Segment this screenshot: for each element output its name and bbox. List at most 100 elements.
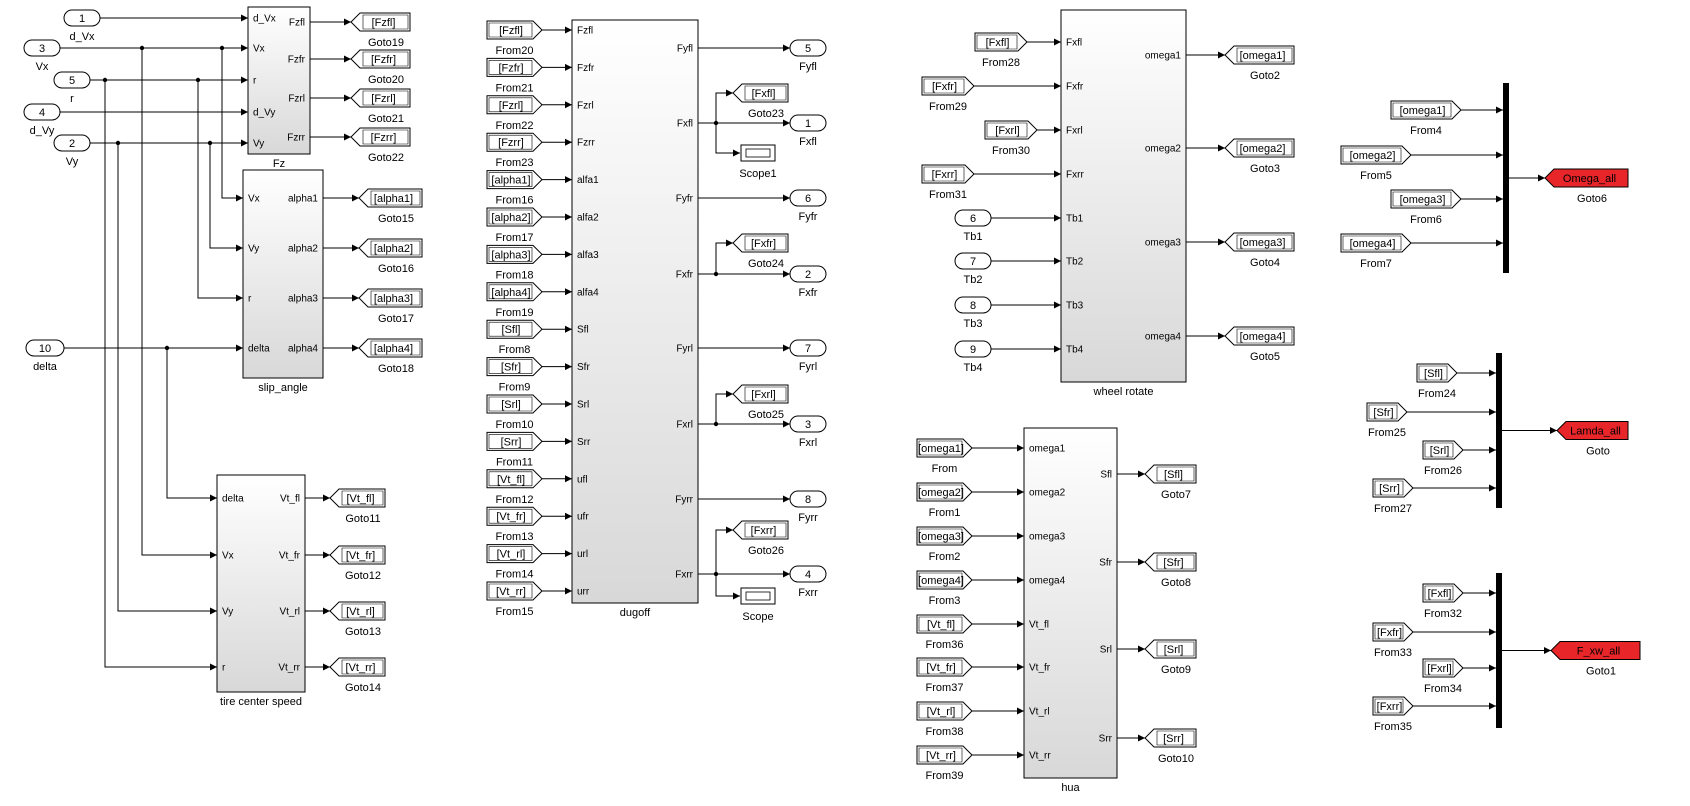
mux-bar[interactable] <box>1503 83 1509 273</box>
outport-shape[interactable] <box>789 490 827 508</box>
from-block[interactable]: [alpha4]From19 <box>486 282 543 319</box>
from-block[interactable]: [Vt_rl]From38 <box>916 701 973 738</box>
subsystem-body[interactable] <box>216 474 306 693</box>
inport-shape[interactable] <box>954 340 992 358</box>
from-shape[interactable] <box>916 570 973 590</box>
from-block[interactable]: [Fxrr]From31 <box>921 164 975 201</box>
outport-shape[interactable] <box>789 189 827 207</box>
goto-block[interactable]: [Vt_fr]Goto12 <box>329 545 386 582</box>
goto-block[interactable]: [omega2]Goto3 <box>1224 138 1295 175</box>
from-shape[interactable] <box>486 431 543 451</box>
from-block[interactable]: [Fxrl]From34 <box>1422 658 1464 695</box>
from-block[interactable]: [omega3]From6 <box>1390 189 1462 226</box>
from-block[interactable]: [omega1]From4 <box>1390 100 1462 137</box>
from-block[interactable]: [Vt_fl]From12 <box>486 469 543 506</box>
from-block[interactable]: [omega1]From <box>916 438 973 475</box>
inport-shape[interactable] <box>25 339 65 357</box>
outport-shape[interactable] <box>789 415 827 433</box>
from-shape[interactable] <box>486 57 543 77</box>
subsystem-hua[interactable]: omega1omega2omega3omega4Vt_flVt_frVt_rlV… <box>1023 427 1118 794</box>
from-shape[interactable] <box>486 394 543 414</box>
subsystem-wheel[interactable]: FxflFxfrFxrlFxrrTb1Tb2Tb3Tb4omega1omega2… <box>1060 9 1187 398</box>
from-shape[interactable] <box>486 207 543 227</box>
goto-block[interactable]: [Fzrr]Goto22 <box>350 127 411 164</box>
goto-shape[interactable] <box>329 657 386 677</box>
from-block[interactable]: [Fxfl]From32 <box>1422 583 1464 620</box>
from-block[interactable]: [Srr]From11 <box>486 431 543 468</box>
from-shape[interactable] <box>486 469 543 489</box>
inport-shape[interactable] <box>23 39 61 57</box>
inport-shape[interactable] <box>954 209 992 227</box>
from-block[interactable]: [omega2]From5 <box>1340 145 1412 182</box>
inport-shape[interactable] <box>23 103 61 121</box>
from-shape[interactable] <box>1340 233 1412 253</box>
from-block[interactable]: [Sfr]From9 <box>486 357 543 394</box>
from-block[interactable]: [alpha2]From17 <box>486 207 543 244</box>
goto-shape[interactable] <box>350 88 411 108</box>
from-block[interactable]: [Fzfl]From20 <box>486 20 543 57</box>
goto-shape[interactable] <box>329 488 386 508</box>
from-shape[interactable] <box>486 282 543 302</box>
goto-shape[interactable] <box>1224 138 1295 158</box>
from-shape[interactable] <box>486 506 543 526</box>
goto-shape[interactable] <box>732 233 789 253</box>
mux-bar[interactable] <box>1496 353 1502 508</box>
subsystem-dugoff[interactable]: FzflFzfrFzrlFzrralfa1alfa2alfa3alfa4SflS… <box>571 19 699 619</box>
inport-shape[interactable] <box>954 296 992 314</box>
from-block[interactable]: [Sfr]From25 <box>1366 402 1408 439</box>
goto-block[interactable]: [Sfl]Goto7 <box>1144 464 1197 501</box>
inport[interactable]: 5r <box>53 71 91 105</box>
from-shape[interactable] <box>921 76 975 96</box>
inport[interactable]: 4d_Vy <box>23 103 61 137</box>
goto-block[interactable]: [Fxrl]Goto25 <box>732 384 789 421</box>
goto-shape[interactable] <box>1144 639 1197 659</box>
goto-shape[interactable] <box>1224 232 1295 252</box>
goto-block[interactable]: [Srr]Goto10 <box>1144 728 1197 765</box>
goto-block[interactable]: [alpha3]Goto17 <box>358 288 423 325</box>
from-shape[interactable] <box>1390 189 1462 209</box>
subsystem-body[interactable] <box>242 169 324 379</box>
goto-block[interactable]: [Sfr]Goto8 <box>1144 552 1197 589</box>
from-shape[interactable] <box>486 170 543 190</box>
goto-shape[interactable] <box>732 83 789 103</box>
goto-shape[interactable] <box>1556 421 1629 440</box>
goto-shape[interactable] <box>1144 464 1197 484</box>
from-block[interactable]: [Fxfl]From28 <box>974 32 1028 69</box>
from-block[interactable]: [Fxrr]From35 <box>1372 696 1414 733</box>
goto-block[interactable]: [Fxfr]Goto24 <box>732 233 789 270</box>
from-block[interactable]: [Fxrl]From30 <box>984 120 1038 157</box>
outport-shape[interactable] <box>789 339 827 357</box>
goto-block[interactable]: [Fzfl]Goto19 <box>350 12 411 49</box>
subsystem-body[interactable] <box>1023 427 1118 779</box>
from-block[interactable]: [Fxfr]From29 <box>921 76 975 113</box>
goto-shape[interactable] <box>1144 552 1197 572</box>
inport[interactable]: 3Vx <box>23 39 61 73</box>
from-block[interactable]: [alpha1]From16 <box>486 170 543 207</box>
goto-shape[interactable] <box>1550 641 1641 660</box>
goto-block[interactable]: [alpha2]Goto16 <box>358 238 423 275</box>
from-shape[interactable] <box>486 244 543 264</box>
goto-shape[interactable] <box>1224 45 1295 65</box>
inport[interactable]: 2Vy <box>53 134 91 168</box>
from-shape[interactable] <box>486 95 543 115</box>
outport-shape[interactable] <box>789 39 827 57</box>
from-shape[interactable] <box>1390 100 1462 120</box>
goto-block[interactable]: [alpha4]Goto18 <box>358 338 423 375</box>
from-shape[interactable] <box>486 20 543 40</box>
goto-shape[interactable] <box>1144 728 1197 748</box>
from-block[interactable]: [Vt_fr]From13 <box>486 506 543 543</box>
from-shape[interactable] <box>486 319 543 339</box>
from-block[interactable]: [Sfl]From24 <box>1416 363 1458 400</box>
